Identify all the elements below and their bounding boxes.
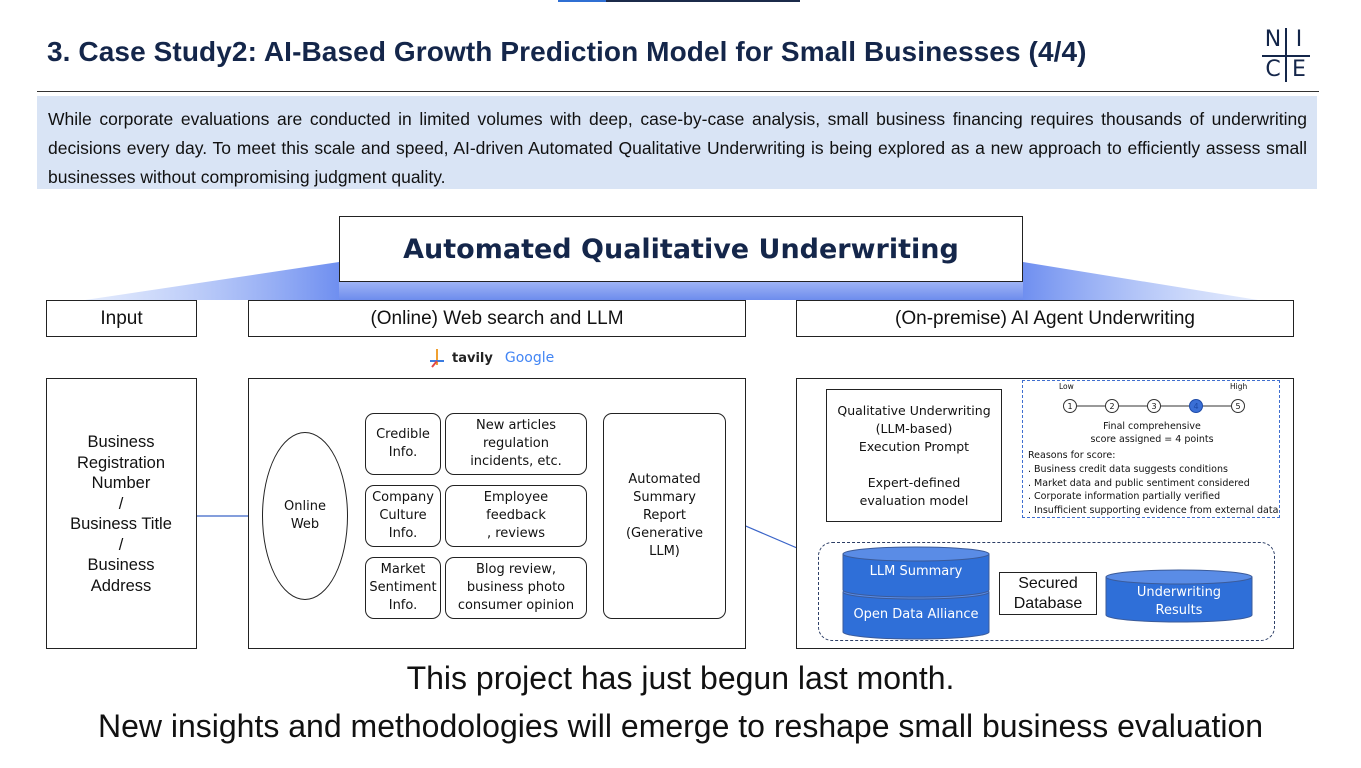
header-online: (Online) Web search and LLM [248, 300, 746, 337]
secured-database-label: Secured Database [999, 572, 1097, 615]
footer-line-1: This project has just begun last month. [406, 660, 955, 696]
score-point-4-selected: 4 [1189, 399, 1203, 413]
underwriting-results-label: Underwriting Results [1136, 585, 1222, 618]
score-panel [1022, 380, 1280, 518]
input-description: Business Registration Number / Business … [70, 433, 172, 595]
llm-summary-db: LLM Summary [869, 564, 963, 579]
tool-logos: tavily Google [428, 345, 554, 371]
nice-logo: N I C E [1262, 28, 1310, 82]
logo-letter-c: C [1265, 57, 1281, 82]
input-panel [46, 378, 197, 649]
score-point-5: 5 [1231, 399, 1245, 413]
score-point-2: 2 [1105, 399, 1119, 413]
band-right [1023, 262, 1258, 300]
underwriting-results-cylinder [1105, 569, 1253, 623]
header-input: Input [46, 300, 197, 337]
tavily-icon [430, 349, 444, 368]
footer-line-2: New insights and methodologies will emer… [97, 708, 1264, 744]
score-low-label: Low [1059, 382, 1074, 391]
score-high-label: High [1230, 382, 1248, 391]
summary-report-box: Automated Summary Report (Generative LLM… [603, 413, 726, 619]
execution-prompt-box: Qualitative Underwriting (LLM-based) Exe… [826, 389, 1002, 522]
intro-paragraph: While corporate evaluations are conducte… [37, 96, 1317, 189]
header-onprem: (On-premise) AI Agent Underwriting [796, 300, 1294, 337]
score-reasons: Reasons for score: . Business credit dat… [1028, 450, 1279, 517]
top-accent-line [558, 0, 800, 2]
final-score-text: Final comprehensive score assigned = 4 p… [1090, 421, 1214, 445]
database-cylinders [842, 546, 990, 640]
open-data-alliance-db: Open Data Alliance [853, 607, 979, 622]
score-point-1: 1 [1063, 399, 1077, 413]
score-point-3: 3 [1147, 399, 1161, 413]
google-label: Google [504, 350, 555, 366]
database-group [818, 542, 1275, 641]
band-middle [339, 282, 1023, 300]
title-divider [37, 91, 1319, 92]
logo-letter-i: I [1295, 27, 1303, 52]
band-left [85, 262, 339, 300]
diagram-main-title: Automated Qualitative Underwriting [339, 216, 1023, 282]
logo-letter-n: N [1264, 27, 1282, 52]
page-title: 3. Case Study2: AI-Based Growth Predicti… [47, 36, 1087, 67]
tavily-label: tavily [452, 350, 493, 366]
logo-letter-e: E [1292, 57, 1306, 82]
